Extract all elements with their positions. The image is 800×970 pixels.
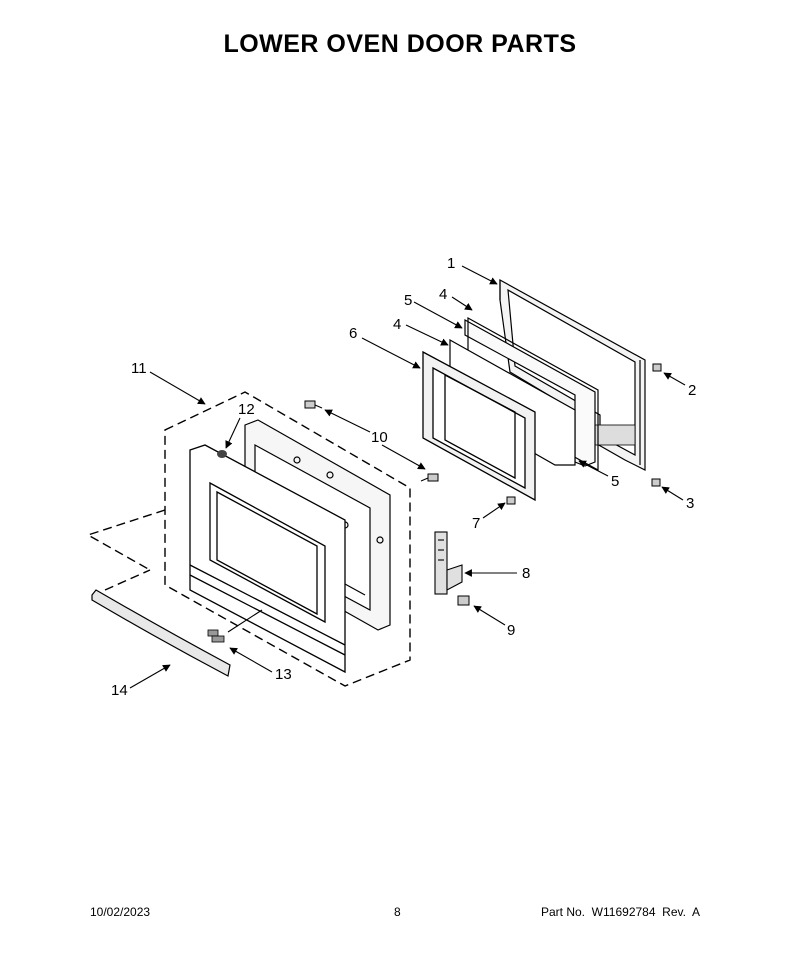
callout-14: 14 [111,682,128,699]
outer-door-panel [189,444,346,674]
callout-13: 13 [275,666,292,683]
door-hinge [434,531,463,595]
leader-2 [663,372,686,386]
leader-5b [578,460,609,477]
leader-7 [482,502,506,519]
callout-4a: 4 [439,286,448,303]
leader-10a [324,409,371,433]
leader-11 [149,371,206,405]
page-title: LOWER OVEN DOOR PARTS [223,30,577,58]
callout-1: 1 [447,255,456,272]
hinge-screw [457,595,470,606]
footer-page-number: 8 [394,905,401,919]
inner-window-frame [422,350,536,502]
door-handle [91,589,231,677]
leader-14 [129,664,171,689]
door-assembly-outline [164,391,411,687]
leader-10b [381,444,426,470]
callout-9: 9 [507,622,516,639]
leader-4b [405,324,449,346]
screw-icon [304,400,439,482]
leader-13 [229,647,273,673]
callout-8: 8 [522,565,531,582]
leader-9 [473,605,506,626]
callout-12: 12 [238,401,255,418]
leader-3 [661,486,684,501]
footer-date: 10/02/2023 [90,905,151,919]
leader-12b [227,609,263,633]
footer-part-number: Part No. W11692784 Rev. A [541,905,700,919]
handle-mount-part [207,629,225,643]
leader-1 [461,265,498,285]
callout-7: 7 [472,515,481,532]
callout-10: 10 [371,429,388,446]
callout-6: 6 [349,325,358,342]
callout-5a: 5 [404,292,413,309]
leader-6 [361,337,421,369]
leader-12 [225,417,241,449]
leader-4a [451,296,473,311]
callout-3: 3 [686,495,695,512]
callout-5b: 5 [611,473,620,490]
callout-4b: 4 [393,316,402,333]
handle-position-outline [86,509,166,591]
callout-2: 2 [688,382,697,399]
screw-icon [506,363,662,505]
clip-part [217,450,227,458]
callout-11: 11 [131,360,147,377]
leader-5a [413,301,463,329]
